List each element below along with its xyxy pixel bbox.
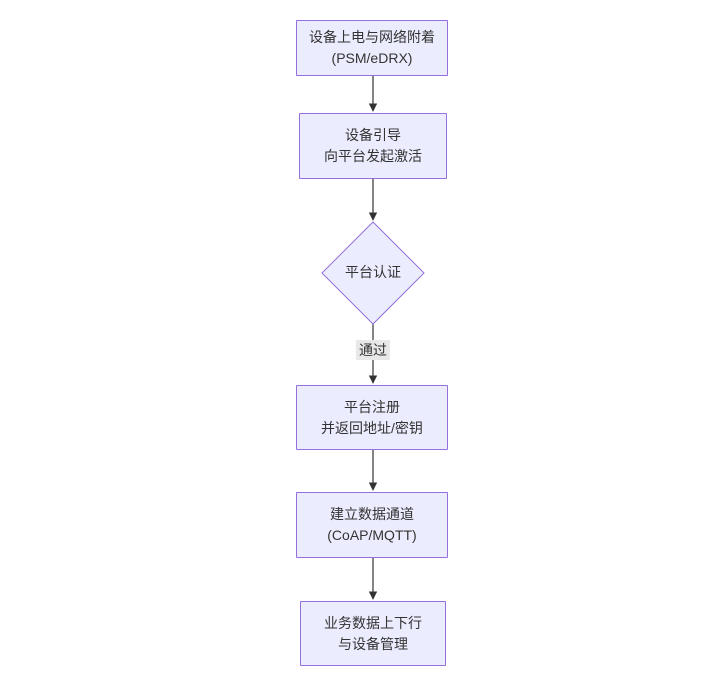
node-text-line: 设备上电与网络附着	[309, 29, 435, 45]
node-text-line: 业务数据上下行	[324, 614, 422, 631]
node-text-line: 设备引导	[345, 127, 401, 143]
node-platform-auth-label: 平台认证	[345, 264, 401, 280]
node-data-channel: 建立数据通道 (CoAP/MQTT)	[296, 492, 448, 558]
node-device-bootstrap: 设备引导 向平台发起激活	[299, 113, 447, 179]
node-power-network-attach: 设备上电与网络附着 (PSM/eDRX)	[296, 20, 448, 76]
node-platform-auth-diamond	[321, 221, 425, 325]
node-text-line: 平台注册	[344, 398, 400, 415]
node-text-line: 建立数据通道	[330, 506, 414, 522]
node-text-line: (CoAP/MQTT)	[327, 527, 417, 543]
node-text-line: (PSM/eDRX)	[331, 50, 413, 66]
edge-label-pass: 通过	[356, 340, 390, 360]
node-business-data: 业务数据上下行 与设备管理	[300, 601, 446, 666]
node-text-line: 并返回地址/密钥	[321, 419, 423, 436]
node-text-line: 与设备管理	[338, 635, 408, 652]
node-text-line: 向平台发起激活	[324, 148, 422, 164]
node-platform-register: 平台注册 并返回地址/密钥	[296, 385, 448, 450]
